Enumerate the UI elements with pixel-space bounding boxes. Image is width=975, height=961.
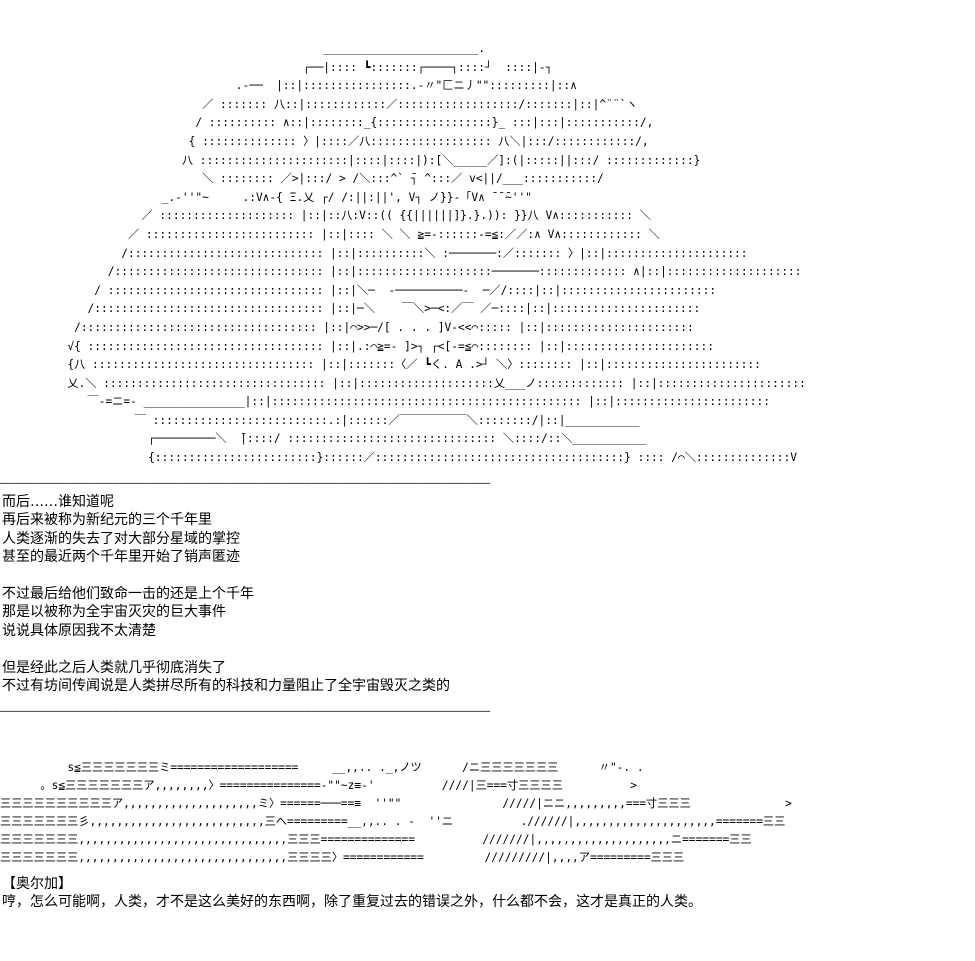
narration-line: 说说具体原因我不太清楚 [2, 622, 156, 639]
divider-top: ————————————————————————————————————————… [0, 476, 491, 489]
ascii-art-line: ￣-=ニ=- _______________|::|::::::::::::::… [0, 395, 771, 409]
ascii-art-line: /:::::::::::::::::::::::::::::::::: |::|… [0, 302, 701, 316]
dialogue-text: 哼，怎么可能啊，人类，才不是这么美好的东西啊，除了重复过去的错误之外，什么都不会… [2, 894, 702, 910]
ascii-art-line: ＼ :::::::: ／>|:::/ > /＼:::^` ̄┐ ^:::／ v<… [0, 172, 604, 186]
ascii-art-line: {八 ::::::::::::::::::::::::::::::::: |::… [0, 358, 761, 372]
ascii-art-line: 三三三三三三三三三三ア,,,,,,,,,,,,,,,,,,,,ミ〉======─… [0, 797, 792, 810]
ascii-art-line: { :::::::::::::: 〉|::::／八:::::::::::::::… [0, 134, 649, 148]
ascii-art-line: ┌──|:::: ┗:::::::┌────┐::::┘ ::::|-┐ [0, 60, 553, 74]
narration-line: 甚至的最近两个千年里开始了销声匿迹 [2, 549, 240, 566]
ascii-art-line: 三三三三三三三彡,,,,,,,,,,,,,,,,,,,,,,,,,,三ヘ====… [0, 815, 786, 828]
ascii-art-spaceships: s≦三三三三三三三ミ=================== __,,.. ._,… [0, 759, 792, 867]
ascii-art-line: .-── |::|::::::::::::::::.-〃"匚ニ丿""::::::… [0, 79, 577, 93]
ascii-art-line: ／ :::::::::::::::::::: |::|::八:V::(( {{|… [0, 209, 651, 223]
ascii-art-character: _______________________. ┌──|:::: ┗:::::… [0, 40, 806, 468]
ascii-art-line: /::::::::::::::::::::::::::::: |::|:::::… [0, 246, 748, 260]
ascii-art-line: / :::::::::::::::::::::::::::::::: |::|＼… [0, 283, 717, 297]
narration-line: 但是经此之后人类就几乎彻底消失了 [2, 659, 226, 676]
ascii-art-line: ／ ::::::::::::::::::::::::: |::|:::: ＼ ＼… [0, 227, 660, 241]
ascii-art-line: 乂.＼ ::::::::::::::::::::::::::::::::: |:… [0, 376, 806, 390]
ascii-art-line: ┌─────────＼ ̄|::::/ ::::::::::::::::::::… [0, 432, 647, 446]
ascii-art-line: ￣ ::::::::::::::::::::::::::.:|::::::／￣￣… [0, 413, 640, 427]
narration-line: 不过最后给他们致命一击的还是上个千年 [2, 586, 254, 603]
ascii-art-line: /::::::::::::::::::::::::::::::: |::|:::… [0, 265, 802, 279]
narration-line: 再后来被称为新纪元的三个千年里 [2, 512, 212, 529]
narration-line: 人类逐渐的失去了对大部分星域的掌控 [2, 530, 240, 547]
narration-text: 而后……谁知道呢 再后来被称为新纪元的三个千年里 人类逐渐的失去了对大部分星域的… [2, 493, 450, 695]
divider-bottom: ————————————————————————————————————————… [0, 704, 491, 717]
narration-line: 而后……谁知道呢 [2, 494, 114, 510]
ascii-art-line: /::::::::::::::::::::::::::::::::::: |::… [0, 320, 694, 334]
speaker-name: 【奥尔加】 [2, 876, 72, 892]
ascii-art-line: _______________________. [0, 42, 485, 55]
ascii-art-line: s≦三三三三三三三ミ=================== __,,.. ._,… [0, 761, 644, 774]
ascii-art-line: _.-''"~ .:V∧-{ Ξ.乂 ┌/ /:||:||', V┐ ノ}}-「… [0, 190, 532, 204]
ascii-art-line: 。s≦三三三三三三三ア,,,,,,,,〉===============‐""~z… [0, 779, 638, 792]
ascii-art-line: √{ ::::::::::::::::::::::::::::::::::: |… [0, 339, 714, 353]
ascii-art-line: 三三三三三三三,,,,,,,,,,,,,,,,,,,,,,,,,,,,,,,三三… [0, 833, 752, 846]
ascii-art-line: ／ ::::::: 八::|::::::::::::／:::::::::::::… [0, 97, 638, 111]
ascii-art-line: 三三三三三三三,,,,,,,,,,,,,,,,,,,,,,,,,,,,,,,三三… [0, 851, 685, 864]
narration-line: 那是以被称为全宇宙灭灾的巨大事件 [2, 604, 226, 621]
ascii-art-line: {::::::::::::::::::::::::}::::::／:::::::… [0, 451, 797, 465]
ascii-art-line: / :::::::::: ∧::|::::::::_{:::::::::::::… [0, 116, 654, 130]
narration-line: 不过有坊间传闻说是人类拼尽所有的科技和力量阻止了全宇宙毁灭之类的 [2, 678, 450, 695]
ascii-art-line: 八 ::::::::::::::::::::::|::::|::::|):[＼_… [0, 153, 701, 167]
